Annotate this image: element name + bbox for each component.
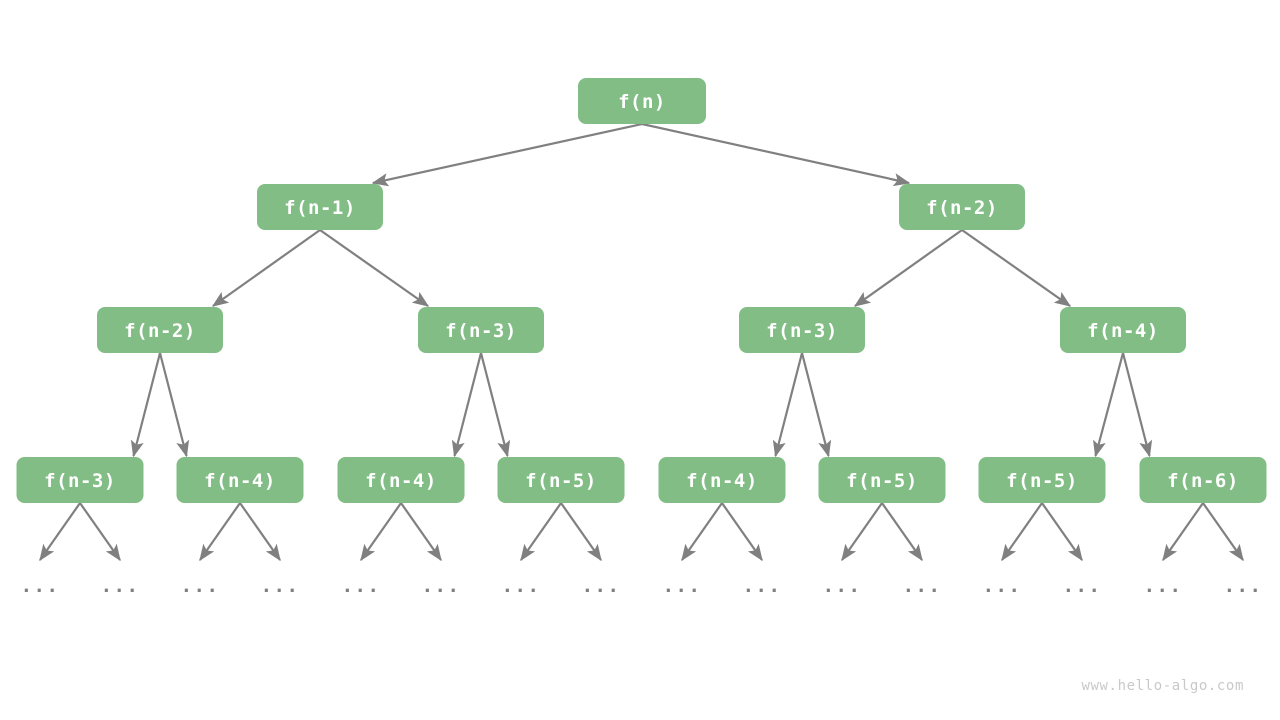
node-box — [97, 307, 223, 353]
tree-edge-n4-to-n10 — [479, 352, 511, 458]
node-label: f(n-4) — [204, 470, 276, 492]
tree-edge-n9-to-e5 — [400, 502, 442, 562]
ellipsis-marker-e12: ... — [983, 575, 1022, 597]
tree-node-n8[interactable]: f(n-4) — [176, 457, 304, 503]
nodes-layer: f(n) f(n-1) f(n-2) f(n-2) f(n-3) f(n-3) f(n-4)… — [16, 78, 1267, 503]
tree-edge-n8-to-e2 — [199, 502, 241, 562]
tree-edge-n14-to-e15 — [1202, 502, 1244, 562]
tree-edge-n8-to-e3 — [239, 502, 281, 562]
tree-node-n3[interactable]: f(n-2) — [97, 307, 223, 353]
node-box — [418, 307, 544, 353]
ellipsis-marker-e8: ... — [663, 575, 702, 597]
tree-edge-n7-to-e1 — [79, 502, 121, 562]
ellipsis-marker-e15: ... — [1224, 575, 1263, 597]
tree-edge-n6-to-n14 — [1121, 352, 1153, 458]
node-box — [337, 457, 465, 503]
node-box — [16, 457, 144, 503]
node-label: f(n-2) — [926, 197, 998, 219]
tree-edge-n5-to-n11 — [772, 352, 804, 458]
tree-node-n9[interactable]: f(n-4) — [337, 457, 465, 503]
tree-edge-n10-to-e7 — [560, 502, 602, 562]
tree-edge-n3-to-n7 — [130, 352, 162, 458]
tree-edge-n10-to-e6 — [520, 502, 562, 562]
tree-edge-n1-to-n3 — [211, 229, 321, 307]
tree-edge-n2-to-n5 — [853, 229, 963, 307]
tree-node-n4[interactable]: f(n-3) — [418, 307, 544, 353]
node-label: f(n-3) — [766, 320, 838, 342]
ellipsis-marker-e4: ... — [342, 575, 381, 597]
ellipsis-marker-e2: ... — [181, 575, 220, 597]
node-label: f(n-2) — [124, 320, 196, 342]
tree-edge-n6-to-n13 — [1093, 352, 1125, 458]
tree-node-n7[interactable]: f(n-3) — [16, 457, 144, 503]
ellipses-layer: ........................................… — [21, 575, 1263, 597]
tree-node-n12[interactable]: f(n-5) — [818, 457, 946, 503]
ellipsis-marker-e10: ... — [823, 575, 862, 597]
tree-node-n6[interactable]: f(n-4) — [1060, 307, 1186, 353]
tree-node-n2[interactable]: f(n-2) — [899, 184, 1025, 230]
tree-edge-n3-to-n8 — [158, 352, 190, 458]
node-label: f(n-4) — [686, 470, 758, 492]
ellipsis-marker-e14: ... — [1144, 575, 1183, 597]
node-label: f(n-6) — [1167, 470, 1239, 492]
node-label: f(n-5) — [525, 470, 597, 492]
tree-node-n11[interactable]: f(n-4) — [658, 457, 786, 503]
node-label: f(n-4) — [1087, 320, 1159, 342]
tree-edge-n7-to-e0 — [39, 502, 81, 562]
node-box — [257, 184, 383, 230]
ellipsis-marker-e5: ... — [422, 575, 461, 597]
ellipsis-marker-e11: ... — [903, 575, 942, 597]
tree-edge-n1-to-n4 — [319, 229, 430, 307]
node-box — [739, 307, 865, 353]
tree-edge-n11-to-e9 — [721, 502, 763, 562]
ellipsis-marker-e6: ... — [502, 575, 541, 597]
tree-edge-n0-to-n1 — [371, 122, 643, 187]
tree-node-n14[interactable]: f(n-6) — [1139, 457, 1267, 503]
tree-edge-n14-to-e14 — [1162, 502, 1204, 562]
tree-node-n0[interactable]: f(n) — [578, 78, 706, 124]
ellipsis-marker-e13: ... — [1063, 575, 1102, 597]
ellipsis-marker-e0: ... — [21, 575, 60, 597]
ellipsis-marker-e9: ... — [743, 575, 782, 597]
ellipsis-marker-e3: ... — [261, 575, 300, 597]
edges-layer — [39, 122, 1244, 562]
node-box — [497, 457, 625, 503]
node-box — [978, 457, 1106, 503]
tree-node-n10[interactable]: f(n-5) — [497, 457, 625, 503]
node-label: f(n-3) — [445, 320, 517, 342]
tree-edge-n5-to-n12 — [800, 352, 832, 458]
tree-node-n5[interactable]: f(n-3) — [739, 307, 865, 353]
tree-edge-n13-to-e12 — [1001, 502, 1043, 562]
tree-edge-n2-to-n6 — [961, 229, 1072, 307]
tree-edge-n11-to-e8 — [681, 502, 723, 562]
tree-edge-n12-to-e11 — [881, 502, 923, 562]
node-label: f(n-3) — [44, 470, 116, 492]
node-box — [1060, 307, 1186, 353]
node-label: f(n-4) — [365, 470, 437, 492]
tree-edge-n12-to-e10 — [841, 502, 883, 562]
node-label: f(n) — [618, 91, 666, 113]
watermark: www.hello-algo.com — [1081, 678, 1244, 694]
tree-edge-n9-to-e4 — [360, 502, 402, 562]
node-box — [578, 78, 706, 124]
tree-edge-n4-to-n9 — [451, 352, 483, 458]
tree-edge-n13-to-e13 — [1041, 502, 1083, 562]
node-label: f(n-5) — [1006, 470, 1078, 492]
tree-node-n13[interactable]: f(n-5) — [978, 457, 1106, 503]
tree-edge-n0-to-n2 — [641, 122, 911, 187]
node-box — [176, 457, 304, 503]
node-box — [899, 184, 1025, 230]
tree-node-n1[interactable]: f(n-1) — [257, 184, 383, 230]
node-box — [818, 457, 946, 503]
node-box — [1139, 457, 1267, 503]
node-label: f(n-1) — [284, 197, 356, 219]
node-box — [658, 457, 786, 503]
node-label: f(n-5) — [846, 470, 918, 492]
ellipsis-marker-e7: ... — [582, 575, 621, 597]
ellipsis-marker-e1: ... — [101, 575, 140, 597]
